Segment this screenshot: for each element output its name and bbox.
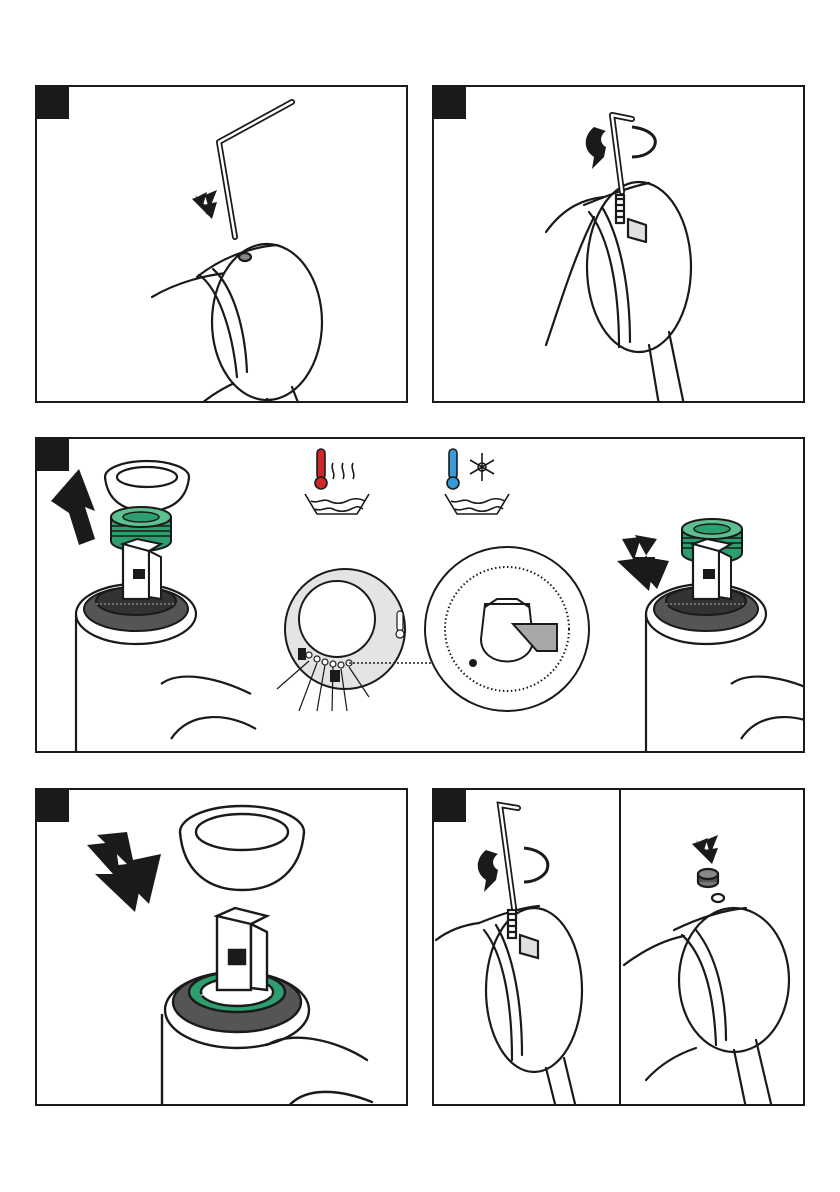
down-arrow-icon — [87, 832, 161, 912]
panel-step-2 — [432, 85, 805, 403]
panel-step-3 — [35, 437, 805, 753]
panel-step-1 — [35, 85, 408, 403]
step-badge — [37, 87, 69, 119]
down-arrow-icon — [192, 190, 217, 219]
down-arrow-icon — [617, 535, 669, 591]
step-badge — [37, 790, 69, 822]
step-badge — [434, 790, 466, 822]
cap-ring-icon — [105, 461, 189, 511]
hot-water-icon — [305, 449, 369, 514]
up-arrow-icon — [51, 469, 95, 545]
step-badge — [434, 87, 466, 119]
panel-step-4 — [35, 788, 408, 1106]
panel-step-5 — [432, 788, 805, 1106]
illustration-step-4 — [37, 790, 408, 1106]
cap-ring-icon — [180, 806, 304, 890]
temperature-limiter-ring — [285, 569, 405, 689]
down-arrow-icon — [692, 835, 718, 864]
thermometer-icon — [396, 611, 404, 638]
illustration-step-2 — [434, 87, 805, 403]
illustration-step-3 — [37, 439, 805, 753]
illustration-step-5 — [434, 790, 805, 1106]
illustration-step-1 — [37, 87, 408, 403]
cold-water-icon — [445, 449, 509, 514]
step-badge — [37, 439, 69, 471]
cartridge-detail-view — [425, 547, 589, 711]
